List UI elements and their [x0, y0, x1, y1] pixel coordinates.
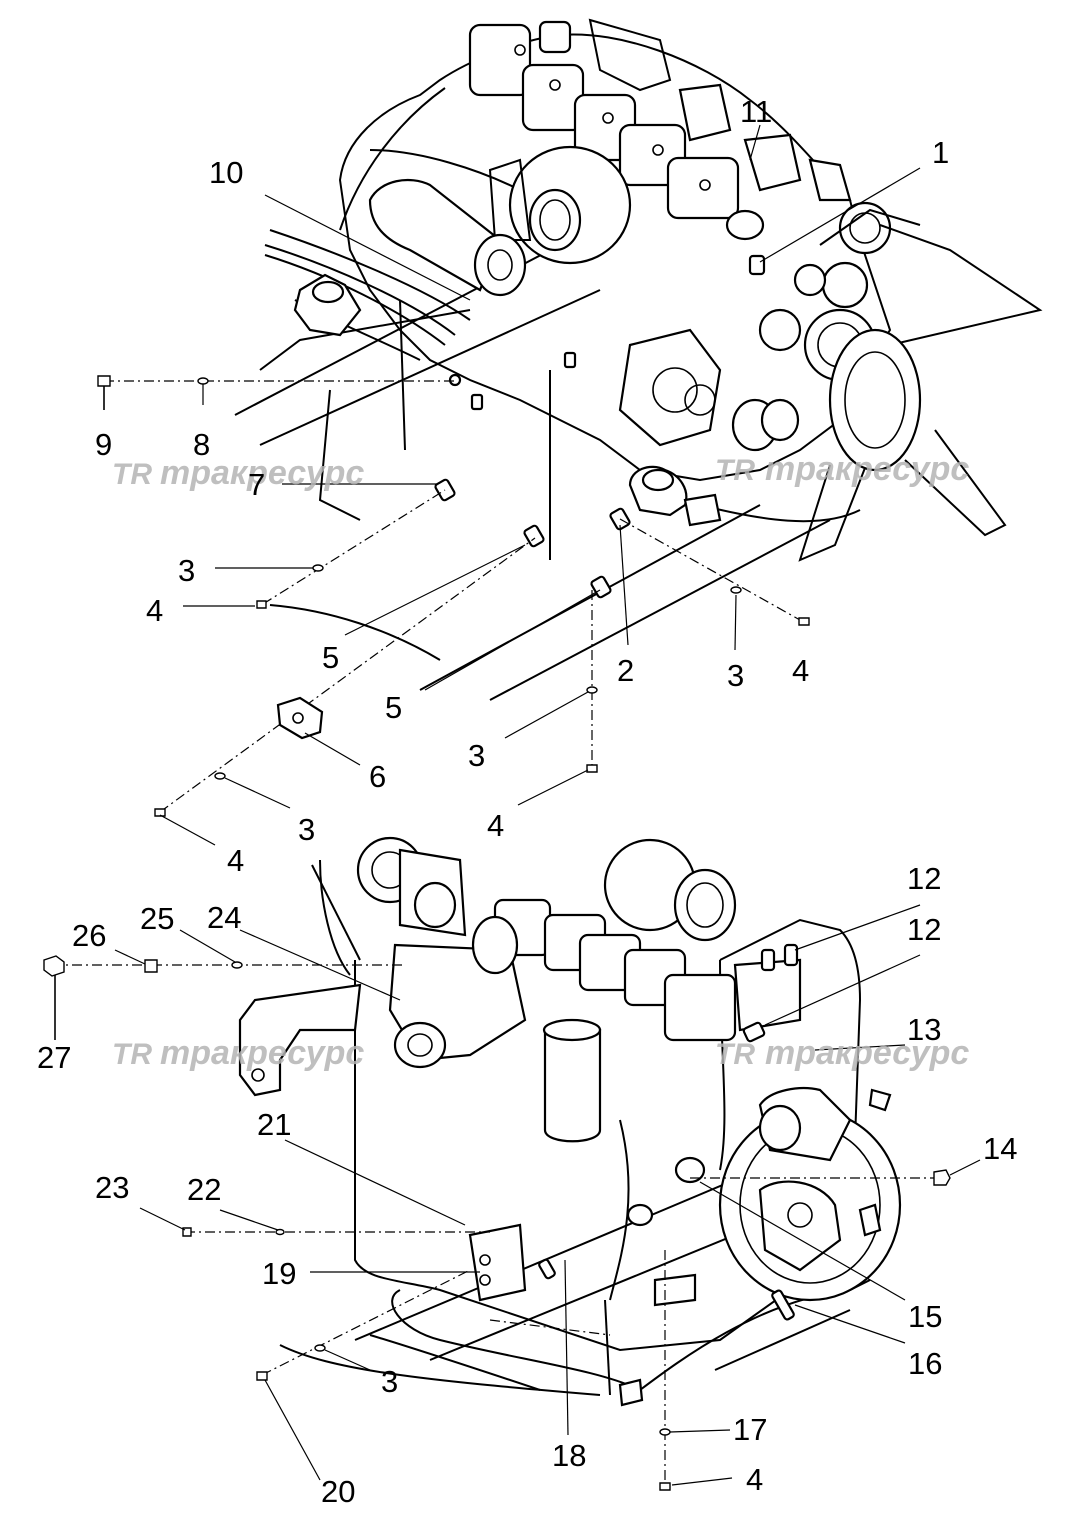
callout-label: 12 [907, 861, 941, 896]
callout-label: 21 [257, 1107, 291, 1142]
watermark-logo: TR [112, 1038, 152, 1071]
callout-label: 4 [792, 653, 809, 688]
top-hardware [97, 375, 810, 817]
callout-label: 4 [746, 1462, 763, 1497]
callout-label: 12 [907, 912, 941, 947]
callout-label: 24 [207, 900, 241, 935]
callout-label: 4 [146, 593, 163, 628]
callout-label: 4 [487, 808, 504, 843]
callout-label: 3 [381, 1364, 398, 1399]
watermark-text: тракресурс [765, 450, 969, 488]
callout-label: 20 [321, 1474, 355, 1509]
bottom-callouts: 12 12 13 14 15 16 17 4 18 3 20 19 21 22 … [37, 861, 1017, 1509]
callout-label: 3 [727, 658, 744, 693]
bottom-engine-assembly [238, 836, 902, 1407]
watermark-bottom-right: TR тракресурс [715, 1034, 969, 1072]
callout-label: 2 [617, 653, 634, 688]
callout-label: 5 [322, 640, 339, 675]
callout-label: 3 [178, 553, 195, 588]
callout-label: 10 [209, 155, 243, 190]
watermark-bottom-left: TR тракресурс [112, 1034, 364, 1072]
callout-label: 4 [227, 843, 244, 878]
watermark-text: тракресурс [765, 1034, 969, 1072]
callout-label: 19 [262, 1256, 296, 1291]
callout-label: 3 [298, 812, 315, 847]
watermark-logo: TR [715, 454, 755, 487]
callout-label: 13 [907, 1012, 941, 1047]
callout-label: 16 [908, 1346, 942, 1381]
watermark-top-left: TR тракресурс [112, 454, 364, 492]
callout-label: 3 [468, 738, 485, 773]
top-leaders [159, 124, 921, 846]
callout-label: 11 [740, 94, 772, 129]
callout-label: 17 [733, 1412, 767, 1447]
watermark-logo: TR [715, 1038, 755, 1071]
bottom-hardware [43, 955, 951, 1491]
callout-label: 26 [72, 918, 106, 953]
callout-label: 18 [552, 1438, 586, 1473]
top-callouts: 1 2 3 3 3 3 4 4 4 4 5 5 6 7 8 9 10 11 [95, 94, 949, 878]
top-engine-assembly [234, 18, 1043, 701]
callout-label: 9 [95, 427, 112, 462]
callout-label: 8 [193, 427, 210, 462]
watermark-logo: TR [112, 458, 152, 491]
callout-label: 15 [908, 1299, 942, 1334]
watermark-top-right: TR тракресурс [715, 450, 969, 488]
watermark-text: тракресурс [160, 454, 364, 492]
watermark-text: тракресурс [160, 1034, 364, 1072]
callout-label: 14 [983, 1131, 1017, 1166]
callout-label: 25 [140, 901, 174, 936]
callout-label: 23 [95, 1170, 129, 1205]
callout-label: 6 [369, 759, 386, 794]
bottom-leaders [114, 904, 981, 1486]
callout-label: 1 [932, 135, 949, 170]
callout-label: 7 [248, 467, 265, 502]
callout-label: 27 [37, 1040, 71, 1075]
callout-label: 22 [187, 1172, 221, 1207]
callout-label: 5 [385, 690, 402, 725]
